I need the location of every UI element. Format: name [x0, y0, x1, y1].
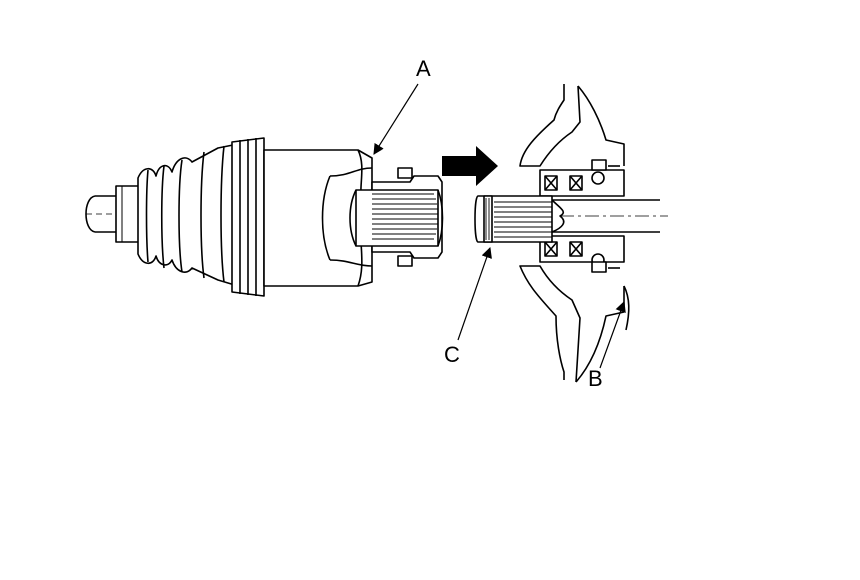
cv-boot — [137, 143, 239, 287]
spline-teeth — [372, 193, 438, 240]
cv-joint-housing — [263, 149, 373, 287]
callout-label-c: C — [444, 342, 460, 367]
wheel-bearing-upper — [539, 159, 625, 197]
callout-leaders — [373, 83, 626, 369]
knuckle — [519, 84, 630, 383]
driveshaft-assembly — [85, 137, 444, 297]
wheel-bearing-lower — [539, 235, 625, 273]
callout-label-a: A — [416, 56, 431, 81]
leader-b — [599, 300, 626, 369]
leader-a — [373, 83, 419, 155]
hub-knuckle-assembly — [474, 84, 668, 383]
arrow-right-icon — [442, 146, 498, 186]
shaft — [85, 185, 141, 243]
joint-spindle — [349, 167, 444, 267]
hub-spline-bore — [474, 195, 553, 243]
hub-shaft — [551, 199, 668, 233]
boot-band — [231, 137, 265, 297]
leader-c — [457, 246, 492, 341]
callout-label-b: B — [588, 366, 603, 391]
